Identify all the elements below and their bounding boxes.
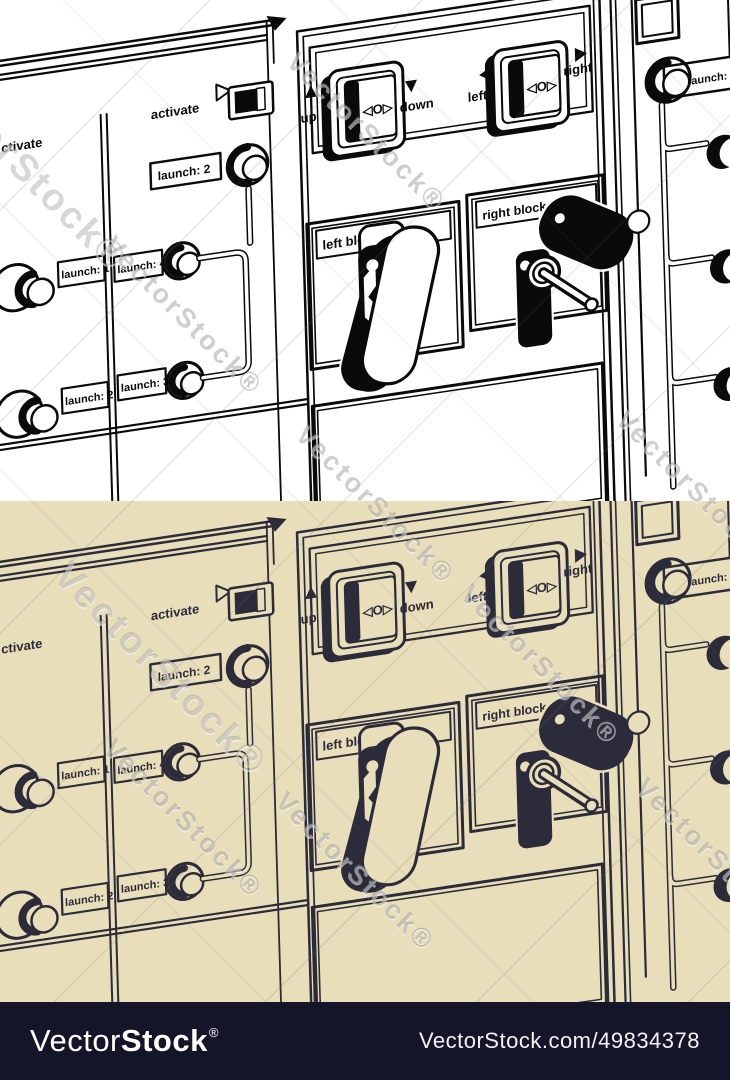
- vectorstock-logo[interactable]: VectorStock®: [30, 1023, 219, 1059]
- logo-vector-text: Vector: [30, 1023, 121, 1058]
- illustration-sepia-variant: [0, 501, 730, 1002]
- registered-mark-icon: ®: [208, 1025, 219, 1040]
- illustration-line-art-variant: [0, 0, 730, 501]
- logo-stock-text: Stock: [120, 1023, 208, 1058]
- vectorstock-footer-bar: VectorStock® VectorStock.com/49834378: [0, 1002, 730, 1080]
- image-attribution-link[interactable]: VectorStock.com/49834378: [418, 1028, 700, 1053]
